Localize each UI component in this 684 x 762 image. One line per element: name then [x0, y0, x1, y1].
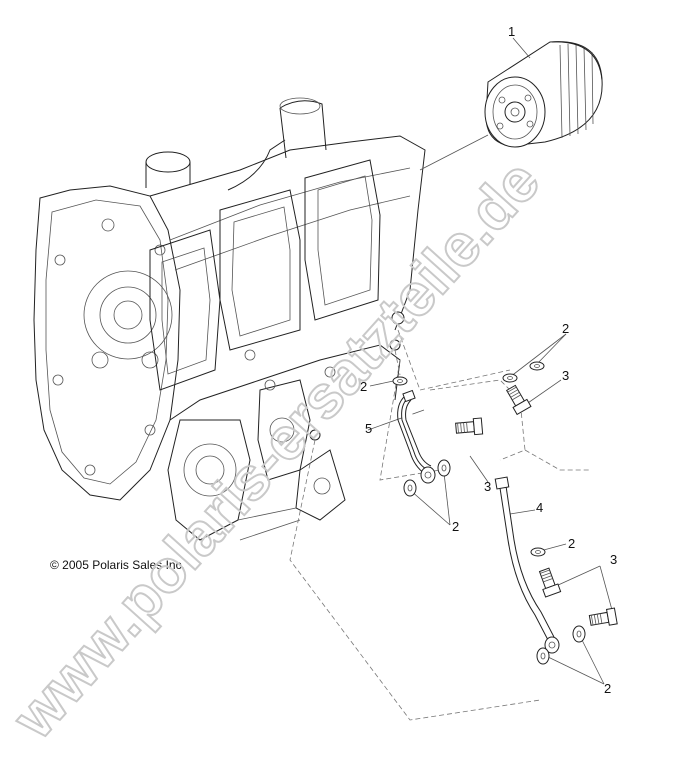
callout-2: 2 — [568, 536, 575, 551]
copyright-notice: © 2005 Polaris Sales Inc. — [50, 558, 185, 572]
banjo-bolt-icon — [455, 384, 618, 626]
callout-2: 2 — [604, 681, 611, 696]
callout-2: 2 — [360, 379, 367, 394]
oil-filter-icon — [484, 41, 603, 148]
engine-crankcase-drawing — [33, 97, 426, 541]
oil-line-icon — [397, 389, 436, 484]
callout-3: 3 — [562, 368, 569, 383]
callout-3: 3 — [484, 479, 491, 494]
callout-3: 3 — [610, 552, 617, 567]
oil-line-icon — [494, 476, 560, 654]
sealing-washer-icon — [392, 361, 586, 665]
watermark-text: www.polaris-ersatzteile.de — [0, 147, 552, 751]
callout-4: 4 — [536, 500, 543, 515]
callout-labels: 1 2 3 2 5 3 4 2 2 3 2 — [360, 24, 617, 696]
callout-2: 2 — [452, 519, 459, 534]
callout-5: 5 — [365, 421, 372, 436]
callout-1: 1 — [508, 24, 515, 39]
callout-2: 2 — [562, 321, 569, 336]
